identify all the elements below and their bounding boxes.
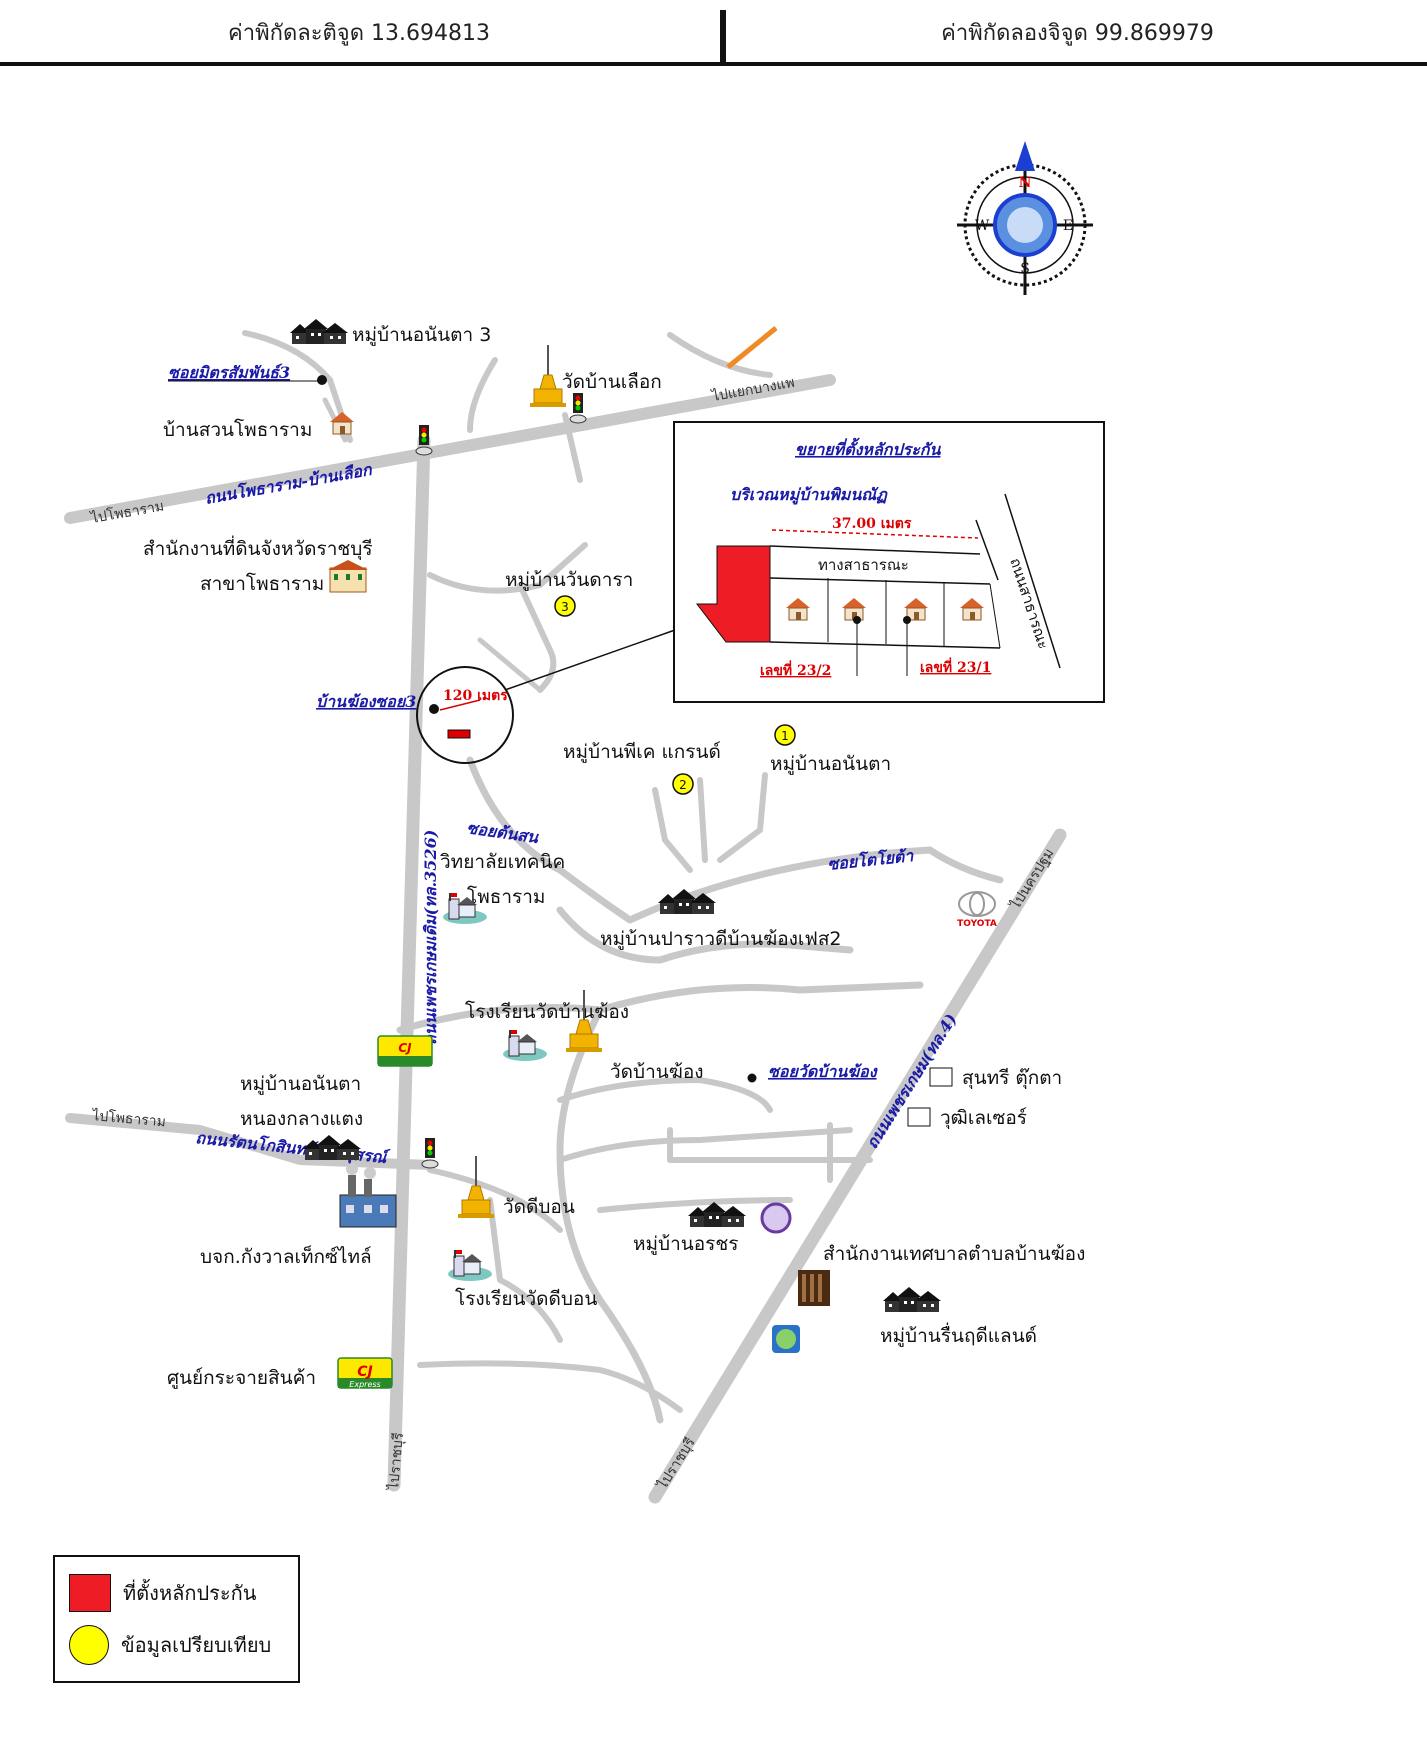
road-photharam-banlueak-label: ถนนโพธาราม-บ้านเลือก [203, 460, 374, 508]
land-office-icon [328, 560, 368, 593]
village-pk-label: หมู่บ้านพีเค แกรนด์ [563, 741, 721, 763]
inset-box: ขยายที่ตั้งหลักประกัน บริเวณหมู่บ้านพิมน… [673, 421, 1105, 703]
village-ananta3-label: หมู่บ้านอนันตา 3 [352, 324, 491, 346]
inset-dist-label: 37.00 เมตร [832, 516, 912, 532]
land-office-label-1: สำนักงานที่ดินจังหวัดราชบุรี [143, 535, 373, 561]
header-divider [720, 10, 726, 64]
toyota-logo-icon: TOYOTA [957, 891, 997, 929]
school-dibon-icon [447, 1249, 493, 1282]
wat-ban-mong-label: วัดบ้านฆ้อง [610, 1061, 704, 1083]
municipal-building-icon [798, 1270, 830, 1306]
college-label-2: โพธาราม [467, 885, 545, 908]
ban-mong-soi3-label: บ้านฆ้องซอย3 [316, 692, 416, 711]
village-ananta-nong-label-1: หมู่บ้านอนันตา [240, 1073, 361, 1095]
inset-public-way: ทางสาธารณะ [818, 556, 909, 574]
factory-icon [339, 1163, 397, 1228]
sunthree-label: สุนทรี ตุ๊กตา [962, 1067, 1062, 1090]
school-dibon-label: โรงเรียนวัดดีบอน [455, 1287, 597, 1310]
orange-road-segment [726, 326, 778, 369]
road-phetkasem-4 [648, 828, 1067, 1504]
svg-text:3: 3 [561, 600, 569, 614]
location-map: N S E W หมู่บ้านอนันตา 3 ซอยมิตรสัมพันธ์… [64, 141, 1105, 1504]
road-rattanakosin [65, 1113, 435, 1170]
village-orachon-label: หมู่บ้านอรชร [633, 1233, 738, 1255]
village-ananta3-icon [290, 319, 348, 344]
ban-suan-label: บ้านสวนโพธาราม [163, 418, 312, 441]
wat-ban-lueak-label: วัดบ้านเลือก [562, 371, 662, 393]
legend-row-comparison: ข้อมูลเปรียบเทียบ [69, 1625, 271, 1665]
soi-toyota-label: ซอยโตโยต้า [826, 846, 915, 874]
road-photharam-banlueak [64, 374, 836, 524]
to-ratchaburi-label-2: ไปราชบุรี [653, 1434, 699, 1493]
village-ananta-nong-label-2: หนองกลางแตง [240, 1108, 363, 1130]
to-photharam-bottom-label: ไปโพธาราม [91, 1107, 167, 1130]
inset-subtitle: บริเวณหมู่บ้านพิมนณัฏ [730, 485, 888, 505]
sunthree-icon [929, 1067, 953, 1087]
svg-text:2: 2 [679, 778, 687, 792]
compass-e: E [1063, 218, 1073, 234]
road-phetkasem-old-label: ถนนเพชรเกษมเดิม(ทล.3526) [421, 830, 440, 1045]
wat-dibon-label: วัดดีบอน [503, 1196, 575, 1218]
village-ruenrudee-icon [883, 1287, 941, 1312]
svg-text:TOYOTA: TOYOTA [957, 919, 997, 929]
municipal-office-label: สำนักงานเทศบาลตำบลบ้านฆ้อง [823, 1243, 1085, 1265]
wutthi-icon [907, 1107, 931, 1127]
kangwal-label: บจก.กังวาลเท็กซ์ไทล์ [200, 1244, 372, 1268]
map-legend: ที่ตั้งหลักประกัน ข้อมูลเปรียบเทียบ [53, 1555, 300, 1683]
college-label-1: วิทยาลัยเทคนิค [440, 851, 566, 873]
compass-n: N [1019, 175, 1032, 191]
latitude-label: ค่าพิกัดละติจูด 13.694813 [228, 21, 490, 46]
village-orachon-icon [688, 1202, 746, 1227]
longitude-label: ค่าพิกัดลองจิจูด 99.869979 [941, 21, 1214, 46]
dist-120-label: 120 เมตร [443, 688, 508, 704]
traffic-light-icon-bottom [421, 1137, 439, 1169]
legend-yellow-swatch [69, 1625, 109, 1665]
marker-3 [554, 595, 576, 617]
distribution-center-label: ศูนย์กระจายสินค้า [167, 1367, 316, 1389]
to-nakhonpathom-label: ไปนครปฐม [1006, 845, 1057, 913]
school-ban-mong-label: โรงเรียนวัดบ้านฆ้อง [465, 1000, 629, 1023]
village-wandara-label: หมู่บ้านวันดารา [505, 569, 633, 591]
svg-text:1: 1 [781, 729, 789, 743]
ptt-station-icon [772, 1325, 800, 1353]
legend-comparison-label: ข้อมูลเปรียบเทียบ [121, 1633, 272, 1657]
land-office-label-2: สาขาโพธาราม [200, 572, 324, 595]
marker-1 [774, 724, 796, 746]
header-rule [0, 62, 1427, 66]
traffic-light-icon-wat [569, 392, 587, 424]
legend-row-collateral: ที่ตั้งหลักประกัน [69, 1573, 256, 1613]
school-ban-mong-icon [502, 1029, 548, 1062]
to-yaek-bangphae-label: ไปแยกบางแพ [710, 374, 796, 405]
soi-mit-label: ซอยมิตรสัมพันธ์3 [168, 363, 290, 382]
inset-title: ขยายที่ตั้งหลักประกัน [795, 437, 941, 459]
to-ratchaburi-label-1: ไปราชบุรี [385, 1431, 407, 1491]
road-network [64, 330, 1067, 1504]
svg-text:Express: Express [349, 1380, 380, 1389]
compass-s: S [1020, 261, 1030, 277]
orachon-seal-icon [760, 1202, 792, 1234]
svg-text:CJ: CJ [357, 1364, 372, 1380]
soi-wat-ban-mong-label: ซอยวัดบ้านฆ้อง [768, 1062, 878, 1081]
wutthi-label: วุฒิเลเซอร์ [940, 1107, 1027, 1130]
coordinate-header: ค่าพิกัดละติจูด 13.694813 ค่าพิกัดลองจิจ… [0, 0, 1427, 70]
village-parawadee-label: หมู่บ้านปาราวดีบ้านฆ้องเฟส2 [600, 928, 842, 950]
compass-w: W [975, 218, 990, 234]
village-ruenrudee-label: หมู่บ้านรื่นฤดีแลนด์ [880, 1322, 1037, 1347]
compass-rose: N S E W [957, 141, 1093, 295]
inset-no-23-2: เลขที่ 23/2 [760, 660, 831, 679]
village-ananta-label: หมู่บ้านอนันตา [770, 753, 891, 775]
marker-2 [672, 773, 694, 795]
wat-ban-lueak-icon [529, 344, 567, 408]
legend-red-swatch [69, 1574, 111, 1612]
inset-no-23-1: เลขที่ 23/1 [920, 657, 991, 676]
village-ananta-nong-icon [303, 1135, 361, 1160]
site-zoom-circle [416, 629, 676, 764]
legend-collateral-label: ที่ตั้งหลักประกัน [123, 1581, 257, 1605]
soi-tonson-label: ซอยต้นสน [465, 818, 540, 847]
road-phetkasem-old [387, 433, 431, 1492]
svg-text:CJ: CJ [398, 1041, 412, 1055]
